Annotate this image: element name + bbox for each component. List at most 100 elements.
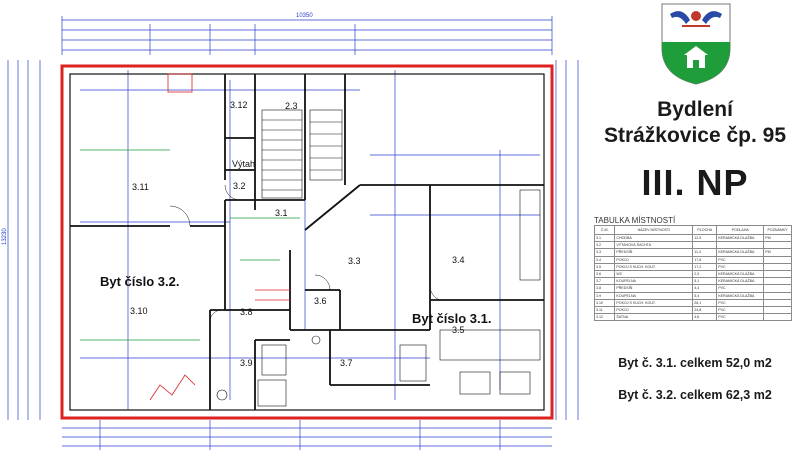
room-name: POKOJ S KUCH. KOUT. — [614, 298, 694, 308]
room-number: 3.7 — [593, 277, 616, 286]
dimension-lines — [7, 16, 579, 450]
room-table-header: Č.M. NÁZEV MÍSTNOSTI PLOCHA PODLAHA POZN… — [593, 225, 792, 235]
room-floor: PVC — [716, 284, 765, 293]
room-name: WC — [614, 270, 694, 279]
room-name: POKOJ — [614, 255, 694, 264]
room-label-2-3: 2.3 — [285, 101, 298, 111]
room-name: ŠATNA — [614, 313, 694, 322]
room-area: 5,1 — [692, 277, 718, 286]
room-label-3-2: 3.2 — [233, 181, 246, 191]
room-floor: KERAMICKÁ DLAŽBA — [716, 277, 765, 286]
col-number: Č.M. — [593, 225, 616, 235]
col-floor: PODLAHA — [716, 225, 765, 235]
apartment-labels: Byt číslo 3.2. Byt číslo 3.1. — [100, 274, 491, 326]
room-label-vytah: Výtah — [232, 159, 255, 169]
room-number: 3.2 — [593, 241, 616, 250]
room-label-3-9: 3.9 — [240, 358, 253, 368]
title-bydleni: Bydlení — [657, 98, 733, 121]
room-floor: KERAMICKÁ DLAŽBA — [716, 248, 765, 257]
room-area: 17,8 — [692, 255, 718, 264]
room-name: POKOJ — [614, 306, 694, 315]
room-name: KOUPELNA — [614, 291, 694, 300]
room-note — [763, 241, 792, 250]
room-number: 3.5 — [593, 262, 616, 272]
col-notes: POZNÁMKY — [763, 225, 792, 235]
room-note — [763, 298, 792, 308]
room-area: 12,5 — [692, 233, 718, 243]
room-number: 3.4 — [593, 255, 616, 264]
apartment-3-2-total: Byt č. 3.2. celkem 62,3 m2 — [618, 388, 772, 402]
apartment-label-3-2: Byt číslo 3.2. — [100, 274, 179, 289]
room-label-3-1: 3.1 — [275, 208, 288, 218]
room-area — [692, 241, 718, 250]
room-label-3-8: 3.8 — [240, 307, 253, 317]
door-swings — [169, 184, 441, 321]
room-floor: KERAMICKÁ DLAŽBA — [716, 270, 765, 279]
room-area: 24,8 — [692, 306, 718, 315]
apartment-3-1-total: Byt č. 3.1. celkem 52,0 m2 — [618, 356, 772, 370]
room-area: 2,5 — [692, 270, 718, 279]
fixtures — [80, 149, 300, 341]
col-name: NÁZEV MÍSTNOSTI — [614, 225, 694, 235]
room-note — [763, 284, 792, 293]
room-number: 3.8 — [593, 284, 616, 293]
overall-width-dimension: 10350 — [296, 13, 313, 19]
room-floor: PVC — [716, 313, 765, 322]
room-number: 3.3 — [593, 248, 616, 257]
kitchen-counter — [439, 189, 541, 395]
room-floor: PVC — [716, 255, 765, 264]
room-name: KOUPELNA — [614, 277, 694, 286]
room-floor: PVC — [716, 306, 765, 315]
room-label-3-10: 3.10 — [130, 306, 148, 316]
room-number: 3.10 — [593, 298, 616, 308]
room-floor — [716, 241, 765, 250]
room-area: 17,2 — [692, 262, 718, 272]
title-panel: Bydlení Strážkovice čp. 95 III. NP TABUL… — [590, 0, 800, 459]
room-note: PM — [763, 233, 792, 243]
floor-title: III. NP — [641, 162, 749, 203]
room-labels: 3.11 3.12 2.3 Výtah 3.2 3.1 3.3 3.4 3.10… — [130, 100, 465, 368]
bathroom-fixtures — [216, 335, 427, 407]
room-area: 5,4 — [692, 291, 718, 300]
room-number: 3.11 — [593, 306, 616, 315]
room-floor: KERAMICKÁ DLAŽBA — [716, 291, 765, 300]
room-area: 4,6 — [692, 313, 718, 322]
room-table: Č.M. NÁZEV MÍSTNOSTI PLOCHA PODLAHA POZN… — [593, 225, 792, 322]
room-label-3-7: 3.7 — [340, 358, 353, 368]
room-name: PŘEDSÍŇ — [614, 284, 694, 293]
room-floor: KERAMICKÁ DLAŽBA — [716, 233, 765, 243]
room-note — [763, 313, 792, 322]
room-note — [763, 306, 792, 315]
room-note — [763, 270, 792, 279]
room-floor: PVC — [716, 298, 765, 308]
room-area: 11,4 — [692, 248, 718, 257]
room-label-3-3: 3.3 — [348, 256, 361, 266]
red-annotations — [149, 73, 290, 401]
title-address: Strážkovice čp. 95 — [603, 124, 787, 147]
staircase — [261, 109, 343, 199]
room-note — [763, 262, 792, 272]
room-name: PŘEDSÍŇ — [614, 248, 694, 257]
overall-height-dimension: 13230 — [2, 228, 8, 245]
room-name: VÝTAHOVÁ ŠACHTA — [614, 241, 694, 250]
room-area: 26,1 — [692, 298, 718, 308]
room-label-3-12: 3.12 — [230, 100, 248, 110]
room-note — [763, 255, 792, 264]
floor-plan: 3.11 3.12 2.3 Výtah 3.2 3.1 3.3 3.4 3.10… — [2, 13, 579, 450]
room-table-title: TABULKA MÍSTNOSTÍ — [594, 216, 676, 225]
apartment-label-3-1: Byt číslo 3.1. — [412, 311, 491, 326]
room-number: 3.9 — [593, 291, 616, 300]
room-name: CHODBA — [614, 233, 694, 243]
interior-walls — [70, 74, 544, 410]
room-number: 3.6 — [593, 270, 616, 279]
